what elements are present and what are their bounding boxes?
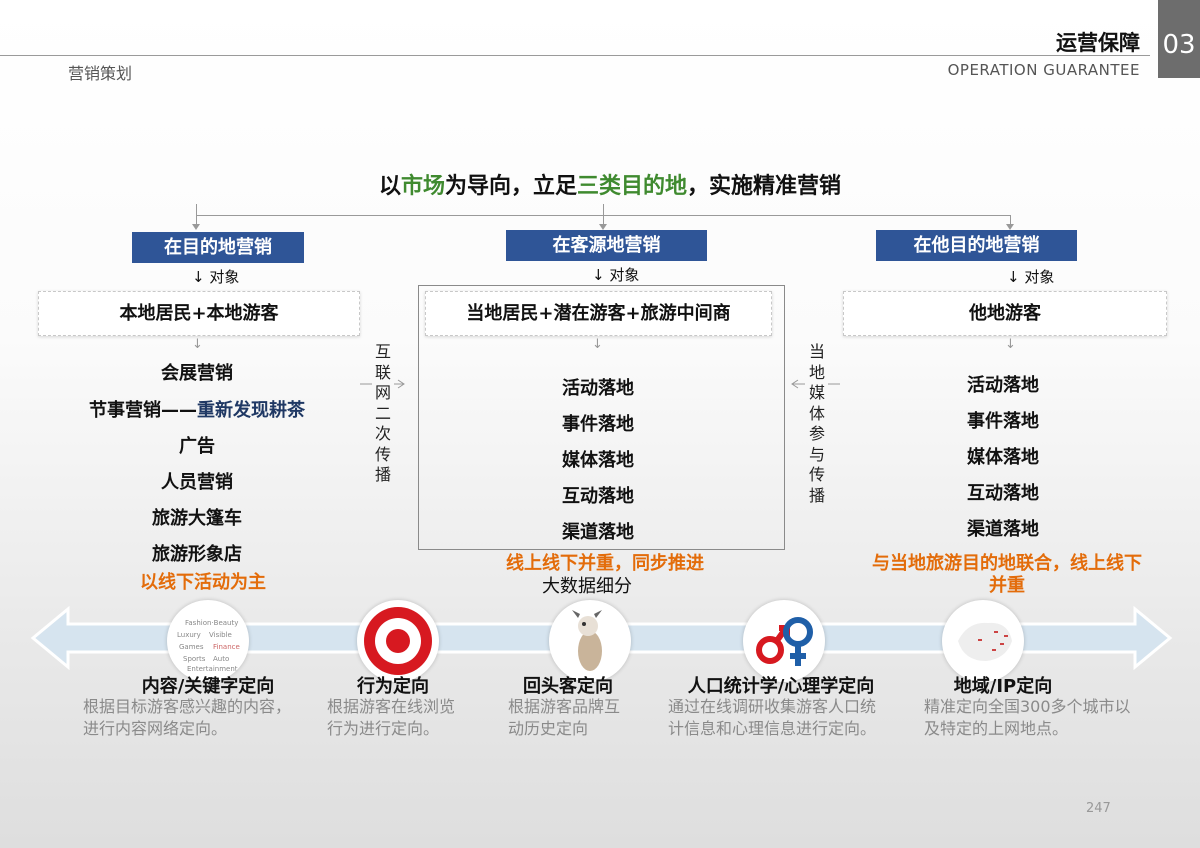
gender-icon xyxy=(743,600,825,682)
connector xyxy=(1010,215,1011,226)
title-part: 以 xyxy=(378,174,401,199)
list-item: 事件落地 xyxy=(967,411,1039,432)
list-item: 活动落地 xyxy=(967,375,1039,396)
list-item: 媒体落地 xyxy=(967,447,1039,468)
summary-other: 与当地旅游目的地联合，线上线下并重 xyxy=(847,553,1167,597)
summary-destination: 以线下活动为主 xyxy=(140,572,266,593)
desc-line: 及特定的上网地点。 xyxy=(924,719,1069,738)
list-item: 会展营销 xyxy=(161,363,233,384)
targeting-desc: 根据游客在线浏览行为进行定向。 xyxy=(327,696,455,740)
object-text: 对象 xyxy=(609,266,640,284)
list-item: 渠道落地 xyxy=(967,519,1039,540)
arrow-left-icon xyxy=(791,379,840,389)
title-part: ，实施精准营销 xyxy=(687,174,842,199)
header-subtitle: OPERATION GUARANTEE xyxy=(947,61,1140,79)
map-icon xyxy=(942,600,1024,682)
targeting-desc: 根据游客品牌互动历史定向 xyxy=(508,696,620,740)
svg-text:Visible: Visible xyxy=(209,631,232,639)
targeting-label: 人口统计学/心理学定向 xyxy=(687,676,875,697)
main-title: 以市场为导向，立足三类目的地，实施精准营销 xyxy=(0,168,1200,200)
svg-text:Sports: Sports xyxy=(183,655,206,663)
target-other: 他地游客 xyxy=(843,291,1167,336)
list-item: 旅游大篷车 xyxy=(152,508,242,529)
desc-line: 根据游客在线浏览 xyxy=(327,697,456,716)
list-item: 活动落地 xyxy=(562,378,634,399)
side-label-right: 当地媒体参与传播 xyxy=(808,342,825,505)
svg-text:Fashion·Beauty: Fashion·Beauty xyxy=(185,619,238,627)
list-item: 渠道落地 xyxy=(562,522,634,543)
list-item: 互动落地 xyxy=(562,486,634,507)
svg-text:Finance: Finance xyxy=(213,643,240,651)
targeting-label: 行为定向 xyxy=(357,676,429,697)
arrow-down-icon: ↓ xyxy=(192,337,203,352)
targeting-label: 内容/关键字定向 xyxy=(141,676,275,697)
desc-line: 根据目标游客感兴趣的内容， xyxy=(83,697,292,716)
heading-destination: 在目的地营销 xyxy=(132,232,304,263)
connector xyxy=(603,204,604,226)
arrow-down-icon xyxy=(192,224,200,230)
desc-line: 进行内容网络定向。 xyxy=(83,719,228,738)
summary-line: 与当地旅游目的地联合，线上线下 xyxy=(872,553,1142,574)
arrow-down-icon xyxy=(1006,224,1014,230)
svg-text:Games: Games xyxy=(179,643,204,651)
arrow-down-icon: ↓ xyxy=(1005,337,1016,352)
list-item: 互动落地 xyxy=(967,483,1039,504)
arrow-right-icon xyxy=(360,379,405,389)
source-frame xyxy=(418,285,785,550)
arrow-down-icon: ↓ xyxy=(592,337,603,352)
list-item: 节事营销——重新发现耕茶 xyxy=(89,396,305,422)
chapter-badge: 03 xyxy=(1158,0,1200,78)
object-text: 对象 xyxy=(209,268,240,286)
object-text: 对象 xyxy=(1024,268,1055,286)
header-rule xyxy=(0,55,1150,56)
targeting-desc: 根据目标游客感兴趣的内容， 进行内容网络定向。 xyxy=(83,696,291,740)
list-item: 媒体落地 xyxy=(562,450,634,471)
target-destination: 本地居民+本地游客 xyxy=(38,291,360,336)
object-label: ↓ 对象 xyxy=(592,266,640,284)
targeting-label: 地域/IP定向 xyxy=(953,676,1053,697)
list-item: 旅游形象店 xyxy=(152,544,242,565)
summary-source-sub: 大数据细分 xyxy=(542,576,632,597)
svg-text:Auto: Auto xyxy=(213,655,229,663)
list-item-highlight: 重新发现耕茶 xyxy=(197,400,305,421)
desc-line: 通过在线调研收集游客人口统 xyxy=(668,697,877,716)
desc-line: 根据游客品牌互 xyxy=(508,697,621,716)
heading-other: 在他目的地营销 xyxy=(876,230,1077,261)
target-icon xyxy=(357,600,439,682)
list-item-text: 节事营销—— xyxy=(89,400,197,421)
desc-line: 动历史定向 xyxy=(508,719,589,738)
targeting-label: 回头客定向 xyxy=(523,676,613,697)
list-item: 事件落地 xyxy=(562,414,634,435)
side-label-left: 互联网二次传播 xyxy=(374,342,391,484)
title-highlight: 市场 xyxy=(400,174,445,199)
svg-text:Luxury: Luxury xyxy=(177,631,201,639)
desc-line: 行为进行定向。 xyxy=(327,719,440,738)
heading-source: 在客源地营销 xyxy=(506,230,707,261)
targeting-desc: 通过在线调研收集游客人口统计信息和心理信息进行定向。 xyxy=(668,696,876,740)
dog-icon xyxy=(549,600,631,682)
summary-line: 并重 xyxy=(989,575,1025,596)
list-item: 广告 xyxy=(179,436,215,457)
title-part: 为导向，立足 xyxy=(444,174,577,199)
object-label: ↓ 对象 xyxy=(192,268,240,286)
header-title: 运营保障 xyxy=(1056,31,1140,55)
svg-text:Entertainment: Entertainment xyxy=(187,665,238,671)
title-highlight: 三类目的地 xyxy=(577,174,688,199)
target-source: 当地居民+潜在游客+旅游中间商 xyxy=(425,291,772,336)
connector xyxy=(196,204,197,226)
desc-line: 精准定向全国300多个城市以 xyxy=(924,697,1131,716)
section-label: 营销策划 xyxy=(68,64,133,83)
desc-line: 计信息和心理信息进行定向。 xyxy=(668,719,877,738)
arrow-down-icon xyxy=(599,224,607,230)
summary-source: 线上线下并重，同步推进 xyxy=(506,553,704,574)
page-number: 247 xyxy=(1086,801,1111,816)
targeting-desc: 精准定向全国300多个城市以及特定的上网地点。 xyxy=(924,696,1131,740)
object-label: ↓ 对象 xyxy=(1007,268,1055,286)
list-item: 人员营销 xyxy=(161,472,233,493)
